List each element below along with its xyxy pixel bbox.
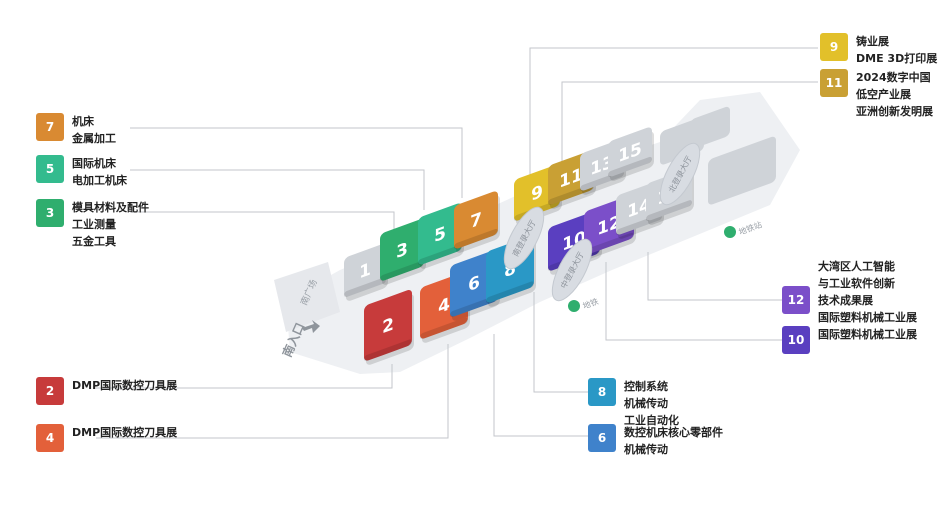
pavilion-number: 5 <box>434 223 446 247</box>
legend-line: 控制系统 <box>624 380 668 393</box>
unlabelled-block <box>690 106 730 149</box>
legend-item-2: 2 DMP国际数控刀具展 <box>36 377 177 405</box>
pavilion-15: 15 <box>608 127 654 181</box>
legend-badge: 7 <box>36 113 64 141</box>
legend-description: 模具材料及配件工业测量五金工具 <box>72 199 149 250</box>
metro-label: 地铁站 <box>737 219 763 237</box>
pavilion-number: 15 <box>618 139 642 167</box>
legend-line: 大湾区人工智能 <box>818 260 895 273</box>
metro-icon <box>568 300 580 312</box>
legend-line: 国际机床 <box>72 157 116 170</box>
pavilion-number: 6 <box>468 273 480 297</box>
legend-line: 数控机床核心零部件 <box>624 426 723 439</box>
pavilion-3: 3 <box>380 219 426 285</box>
legend-description: 大湾区人工智能与工业软件创新技术成果展国际塑料机械工业展 <box>818 258 917 326</box>
unlabelled-block <box>708 136 776 205</box>
legend-line: 机械传动 <box>624 397 668 410</box>
south-square-area <box>274 262 340 332</box>
connector-line <box>130 211 395 240</box>
legend-line: DMP国际数控刀具展 <box>72 379 178 392</box>
legend-description: 铸业展 DME 3D打印展 <box>856 33 937 67</box>
pavilion-number: 7 <box>470 209 482 233</box>
pavilion-number: 2 <box>382 315 394 339</box>
legend-description: 控制系统机械传动工业自动化 <box>624 378 679 429</box>
legend-item-5: 5 国际机床电加工机床 <box>36 155 127 189</box>
legend-line: 2024数字中国 <box>856 71 931 84</box>
legend-line: 机床 <box>72 115 94 128</box>
legend-item-7: 7 机床金属加工 <box>36 113 116 147</box>
legend-line: 电加工机床 <box>72 174 127 187</box>
legend-item-10: 10 国际塑料机械工业展 <box>782 326 917 354</box>
legend-badge: 8 <box>588 378 616 406</box>
connector-line <box>130 169 425 210</box>
legend-line: 铸业展 <box>856 35 889 48</box>
pavilion-number: 12 <box>597 212 621 240</box>
legend-line: DMP国际数控刀具展 <box>72 426 178 439</box>
connector-line <box>533 292 588 393</box>
legend-description: 国际机床电加工机床 <box>72 155 127 189</box>
legend-badge: 11 <box>820 69 848 97</box>
legend-description: DMP国际数控刀具展 <box>72 377 177 394</box>
pavilion-number: 8 <box>504 259 516 283</box>
legend-line: 国际塑料机械工业展 <box>818 311 917 324</box>
pavilion-number: 4 <box>438 295 450 319</box>
connector-line <box>561 81 818 188</box>
legend-item-6: 6 数控机床核心零部件机械传动 <box>588 424 723 458</box>
legend-description: DMP国际数控刀具展 <box>72 424 177 441</box>
legend-line: 模具材料及配件 <box>72 201 149 214</box>
pavilion-number: 3 <box>396 239 408 263</box>
legend-description: 机床金属加工 <box>72 113 116 147</box>
legend-line: 机械传动 <box>624 443 668 456</box>
pavilion-1: 1 <box>344 244 388 301</box>
connector-line <box>96 344 449 439</box>
legend-item-3: 3 模具材料及配件工业测量五金工具 <box>36 199 149 250</box>
legend-description: 国际塑料机械工业展 <box>818 326 917 343</box>
connector-line <box>130 127 463 198</box>
pavilion-number: 9 <box>531 182 543 206</box>
legend-badge: 6 <box>588 424 616 452</box>
legend-badge: 10 <box>782 326 810 354</box>
pavilion-blocks: 12345678910111213141516 <box>344 106 776 365</box>
connector-line <box>96 364 393 389</box>
legend-description: 2024数字中国低空产业展亚洲创新发明展 <box>856 69 933 120</box>
legend-line: 工业测量 <box>72 218 116 231</box>
connector-line <box>647 252 782 301</box>
legend-item-8: 8 控制系统机械传动工业自动化 <box>588 378 679 429</box>
legend-item-4: 4 DMP国际数控刀具展 <box>36 424 177 452</box>
legend-line: 工业自动化 <box>624 414 679 427</box>
connector-line <box>493 334 588 437</box>
legend-line: 五金工具 <box>72 235 116 248</box>
metro-label: 地铁 <box>581 296 599 311</box>
legend-item-9: 9 铸业展 DME 3D打印展 <box>820 33 937 67</box>
pavilion-number: 14 <box>627 195 651 223</box>
connector-line <box>605 262 782 341</box>
pavilion-number: 1 <box>359 260 371 284</box>
legend-line: 技术成果展 <box>818 294 873 307</box>
legend-badge: 5 <box>36 155 64 183</box>
legend-item-12: 12 大湾区人工智能与工业软件创新技术成果展国际塑料机械工业展 <box>782 258 917 326</box>
legend-line: DME 3D打印展 <box>856 52 938 65</box>
legend-line: 国际塑料机械工业展 <box>818 328 917 341</box>
legend-badge: 4 <box>36 424 64 452</box>
pavilion-5: 5 <box>418 203 464 269</box>
pavilion-number: 13 <box>590 152 614 180</box>
pavilion-2: 2 <box>364 290 414 365</box>
pavilion-7: 7 <box>454 191 500 253</box>
legend-line: 与工业软件创新 <box>818 277 895 290</box>
legend-badge: 2 <box>36 377 64 405</box>
connector-line <box>529 47 818 175</box>
legend-badge: 9 <box>820 33 848 61</box>
legend-badge: 12 <box>782 286 810 314</box>
legend-badge: 3 <box>36 199 64 227</box>
legend-line: 金属加工 <box>72 132 116 145</box>
legend-item-11: 11 2024数字中国低空产业展亚洲创新发明展 <box>820 69 933 120</box>
pavilion-number: 11 <box>559 165 583 193</box>
legend-line: 低空产业展 <box>856 88 911 101</box>
legend-line: 亚洲创新发明展 <box>856 105 933 118</box>
metro-icon <box>724 226 736 238</box>
entrance-arrow-icon <box>302 320 320 333</box>
legend-description: 数控机床核心零部件机械传动 <box>624 424 723 458</box>
